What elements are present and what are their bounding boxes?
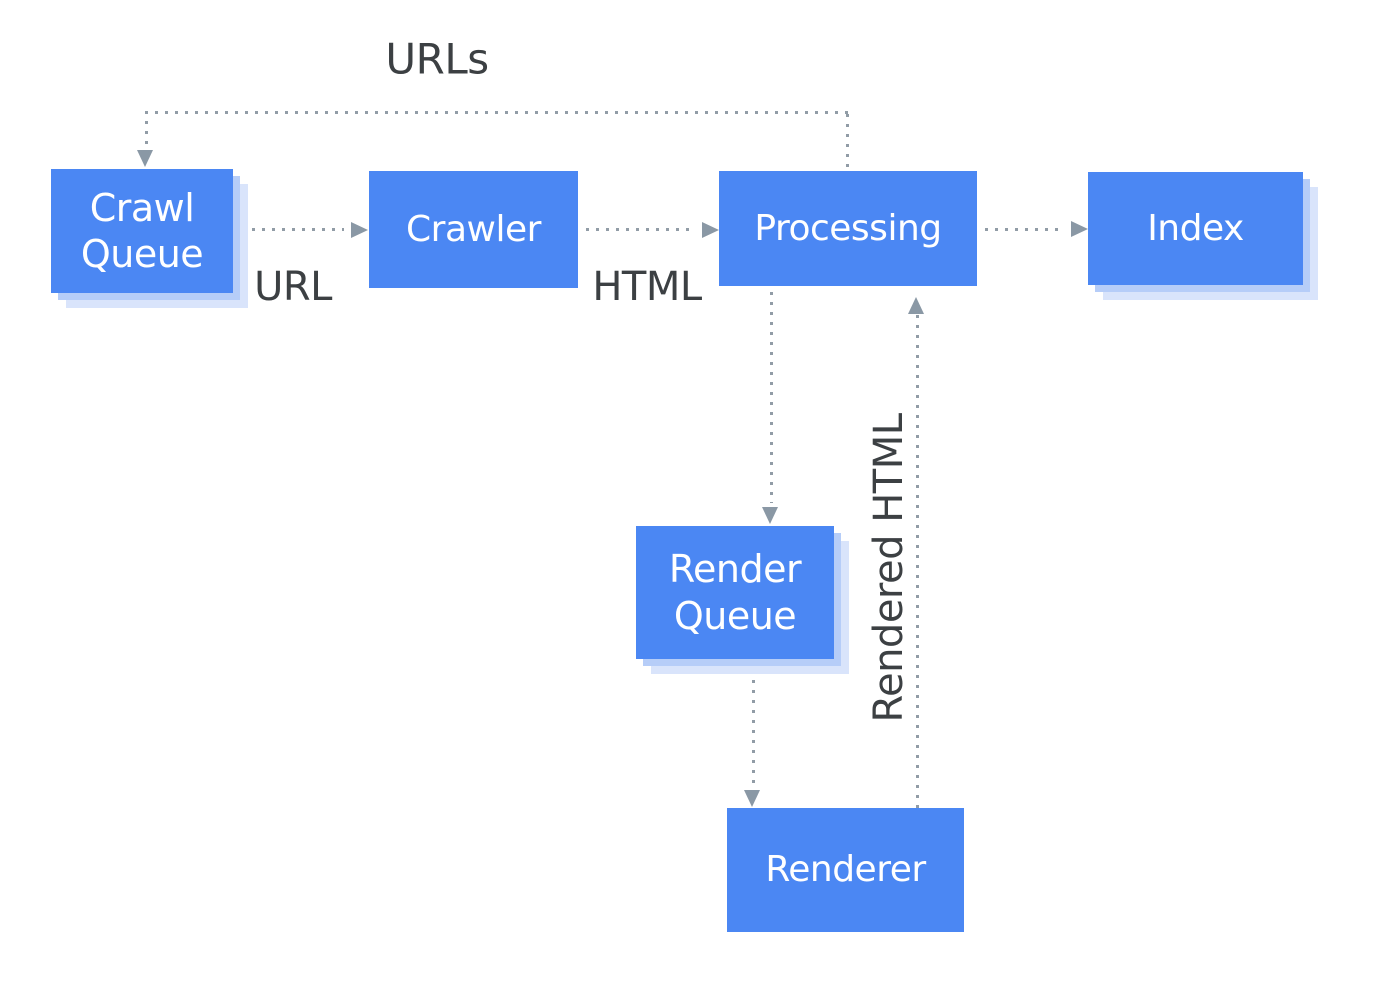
dotted-connector-urls-horizontal: [145, 111, 848, 114]
node-label: Renderer: [765, 849, 926, 891]
arrowhead-down-icon: [137, 150, 153, 167]
dotted-connector-processing-renderqueue: [770, 292, 773, 503]
node-crawler: Crawler: [369, 171, 578, 288]
dotted-connector-processing-index: [985, 228, 1063, 231]
node-label: Index: [1147, 207, 1244, 249]
node-label: Crawler: [406, 208, 541, 250]
arrowhead-right-icon: [351, 222, 368, 238]
dotted-connector-urls-left-vertical: [145, 111, 148, 149]
arrowhead-down-icon: [762, 507, 778, 524]
dotted-connector-urls-right-vertical: [846, 114, 849, 171]
node-label: Render Queue: [668, 547, 802, 638]
dotted-connector-renderqueue-renderer: [752, 680, 755, 786]
dotted-connector-crawler-processing: [586, 228, 694, 231]
node-crawl-queue: Crawl Queue: [51, 169, 233, 293]
edge-label-urls: URLs: [385, 34, 489, 84]
arrowhead-right-icon: [702, 222, 719, 238]
arrowhead-right-icon: [1071, 221, 1088, 237]
arrowhead-up-icon: [908, 297, 924, 314]
node-processing: Processing: [719, 171, 977, 286]
dotted-connector-renderer-processing: [916, 315, 919, 808]
node-label: Processing: [754, 207, 942, 249]
edge-label-url: URL: [254, 264, 332, 310]
node-label: Crawl Queue: [80, 185, 204, 276]
node-renderer: Renderer: [727, 808, 964, 932]
node-index: Index: [1088, 172, 1303, 285]
edge-label-html: HTML: [592, 264, 702, 310]
arrowhead-down-icon: [744, 790, 760, 807]
edge-label-rendered-html: Rendered HTML: [866, 413, 912, 723]
dotted-connector-crawlqueue-crawler: [252, 228, 344, 231]
node-render-queue: Render Queue: [636, 526, 834, 659]
